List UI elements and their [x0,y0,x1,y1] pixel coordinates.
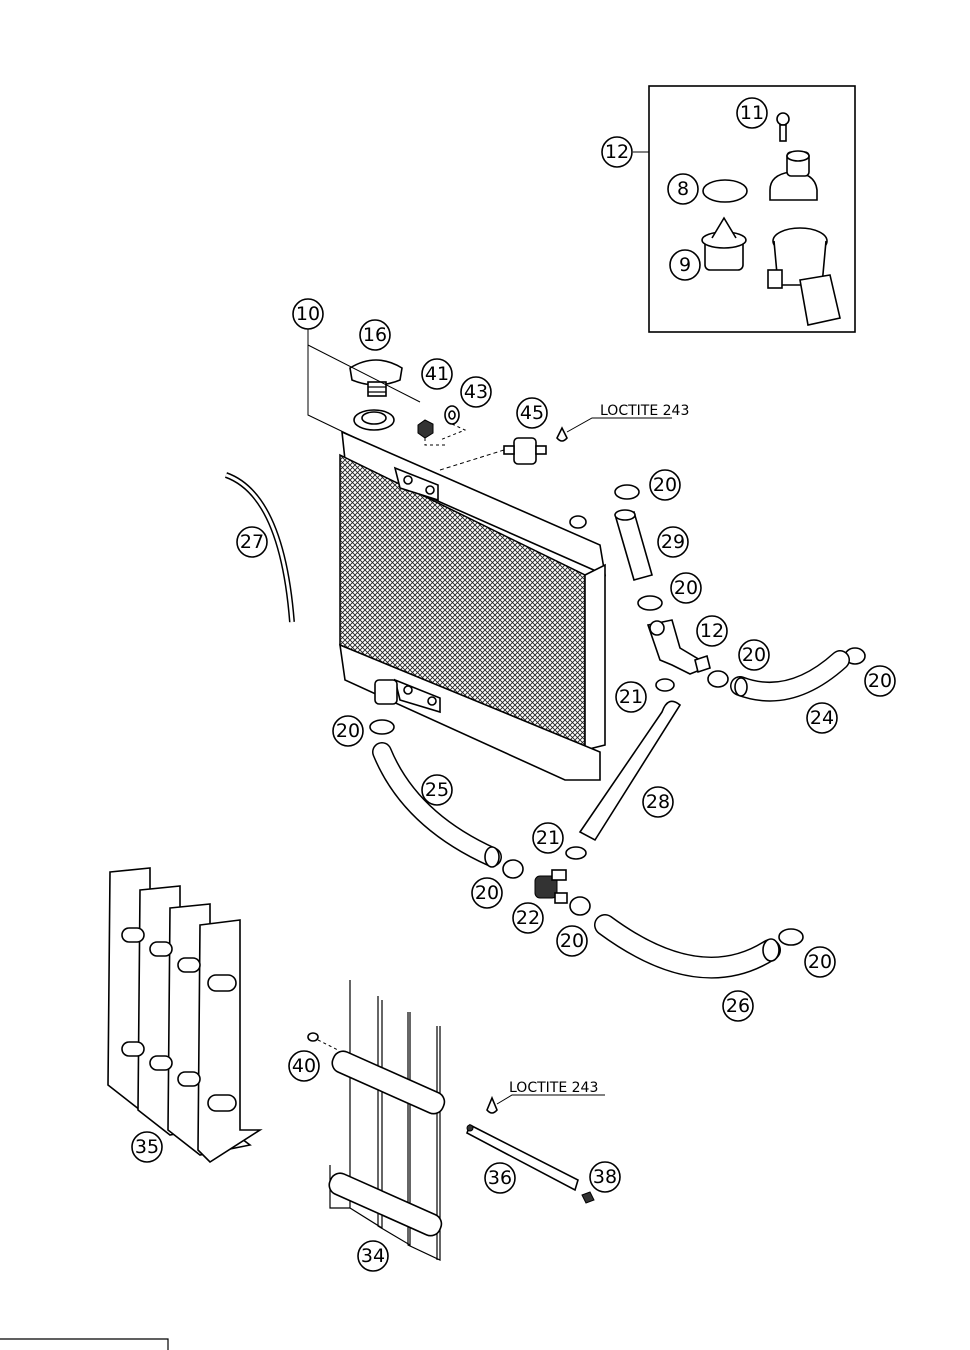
svg-text:43: 43 [464,381,488,403]
kit-screw [776,112,790,142]
svg-text:20: 20 [868,670,892,692]
svg-text:35: 35 [135,1136,159,1158]
callout-34: 34 [357,1240,389,1272]
callout-22: 22 [512,902,544,934]
kit-thermostat [701,216,747,271]
svg-text:20: 20 [808,951,832,973]
svg-text:22: 22 [516,907,540,929]
svg-text:8: 8 [677,178,689,200]
nut [417,419,434,439]
svg-text:38: 38 [593,1166,617,1188]
callout-16: 16 [359,319,391,351]
svg-text:40: 40 [292,1055,316,1077]
callout-24: 24 [806,702,838,734]
radiator-guards [107,867,263,1164]
loctite-drop-top [556,426,568,442]
guard-frame [328,980,446,1261]
thermostat-kit-frame [648,85,856,333]
rubber-mount [503,437,547,465]
kit-thermostat-cover [769,150,818,201]
svg-text:20: 20 [475,882,499,904]
callout-8: 8 [667,173,699,205]
tee-fitting [534,869,568,904]
thermostat-housing [646,619,711,675]
callout-12: 12 [696,615,728,647]
callout-20-b: 20 [670,572,702,604]
svg-text:12: 12 [605,141,629,163]
thermostat-kit-group: 11 12 8 9 [601,85,856,333]
callout-20-g: 20 [556,925,588,957]
svg-text:45: 45 [520,402,544,424]
callout-20-f: 20 [471,877,503,909]
callout-43: 43 [460,376,492,408]
svg-text:21: 21 [536,827,560,849]
sheet-border-corner [0,1338,169,1350]
svg-text:26: 26 [726,995,750,1017]
svg-text:20: 20 [674,577,698,599]
callout-20-d: 20 [864,665,896,697]
callout-35: 35 [131,1131,163,1163]
svg-text:21: 21 [619,686,643,708]
rod-screw [581,1191,595,1204]
callout-21-b: 21 [532,822,564,854]
guard-rod [466,1123,579,1192]
svg-text:29: 29 [661,531,685,553]
callout-12-kit: 12 [601,136,633,168]
callout-20-e: 20 [332,715,364,747]
callout-45: 45 [516,397,548,429]
kit-o-ring [702,179,748,203]
callout-9: 9 [669,249,701,281]
callout-29: 29 [657,526,689,558]
loctite-label-bottom: LOCTITE 243 [509,1080,598,1096]
callout-38: 38 [589,1161,621,1193]
svg-text:24: 24 [810,707,834,729]
loctite-label-top: LOCTITE 243 [600,403,689,419]
svg-text:16: 16 [363,324,387,346]
radiator-bottom-tank [339,643,601,781]
callout-26: 26 [722,990,754,1022]
callout-21-a: 21 [615,681,647,713]
svg-text:41: 41 [425,363,449,385]
svg-text:20: 20 [560,930,584,952]
hose-28 [578,700,682,842]
callout-28: 28 [642,786,674,818]
callout-10: 10 [292,298,324,330]
radiator-cap [349,359,403,397]
svg-text:10: 10 [296,303,320,325]
svg-text:28: 28 [646,791,670,813]
callout-36: 36 [484,1162,516,1194]
svg-text:34: 34 [361,1245,385,1267]
hose-29 [614,509,653,581]
hose-clamps [369,484,866,946]
callout-41: 41 [421,358,453,390]
svg-text:20: 20 [653,474,677,496]
loctite-drop-bottom [486,1095,498,1114]
washer [444,405,460,425]
svg-text:9: 9 [679,254,691,276]
svg-text:11: 11 [740,102,764,124]
callout-40: 40 [288,1050,320,1082]
svg-text:20: 20 [336,720,360,742]
svg-text:20: 20 [742,644,766,666]
callout-20-h: 20 [804,946,836,978]
callout-11: 11 [736,97,768,129]
callout-20-c: 20 [738,639,770,671]
kit-thermostat-housing [767,227,841,326]
callout-27: 27 [236,526,268,558]
small-washer [307,1032,319,1042]
svg-text:36: 36 [488,1167,512,1189]
svg-text:25: 25 [425,779,449,801]
svg-text:27: 27 [240,531,264,553]
radiator-assembly [339,409,607,781]
callout-20-a: 20 [649,469,681,501]
callout-25: 25 [421,774,453,806]
svg-text:12: 12 [700,620,724,642]
